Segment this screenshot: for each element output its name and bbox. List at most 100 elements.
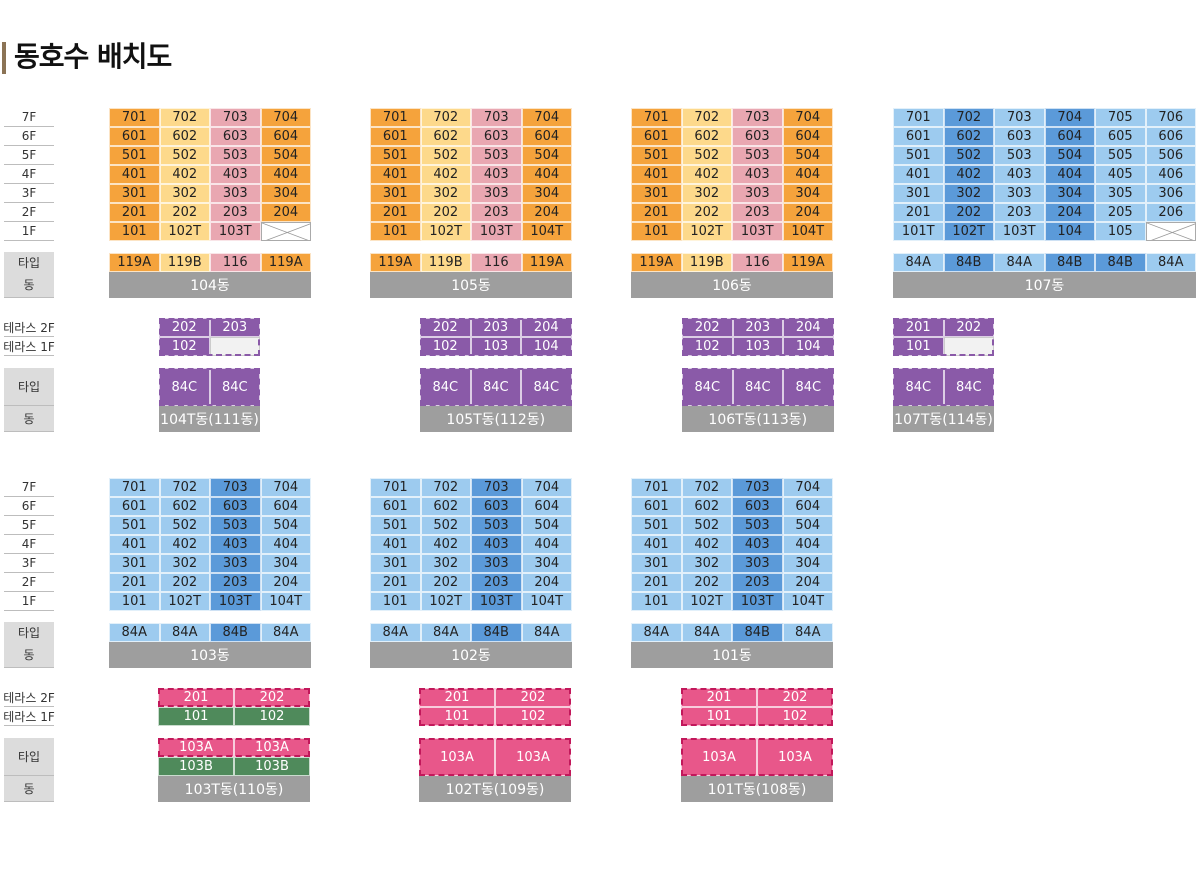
unit-704: 704 (260, 478, 311, 497)
terrace-building-name: 106T동(113동) (682, 406, 834, 432)
unit-603: 603 (994, 127, 1045, 146)
unit-603: 603 (210, 497, 261, 516)
type-row-label: 타입 (4, 622, 54, 644)
unit-403: 403 (732, 165, 783, 184)
empty-unit-cell (209, 337, 260, 356)
terrace-unit-202: 202 (682, 318, 733, 337)
terrace-unit-102: 102 (234, 707, 310, 726)
unit-103t: 103T (732, 222, 783, 241)
unit-303: 303 (210, 554, 261, 573)
unit-103t: 103T (210, 222, 261, 241)
terrace-unit-203: 203 (470, 318, 521, 337)
unit-503: 503 (471, 516, 522, 535)
unit-603: 603 (471, 127, 522, 146)
unit-701: 701 (893, 108, 944, 127)
unit-101t: 101T (893, 222, 944, 241)
unit-302: 302 (420, 554, 471, 573)
terrace-unit-202: 202 (495, 688, 571, 707)
unit-501: 501 (370, 146, 421, 165)
type-cell: 119A (370, 253, 421, 272)
unit-201: 201 (370, 203, 421, 222)
unit-302: 302 (681, 184, 732, 203)
unit-304: 304 (521, 184, 572, 203)
unit-301: 301 (370, 184, 421, 203)
type-cell: 84A (1145, 253, 1196, 272)
building-107동: 107동 (893, 272, 1196, 298)
floor-label-6f: 6F (4, 127, 54, 146)
unit-703: 703 (994, 108, 1045, 127)
type-cell: 84A (994, 253, 1045, 272)
unit-401: 401 (631, 535, 682, 554)
terrace-type-cell: 84C (783, 368, 834, 406)
terrace-unit-202: 202 (757, 688, 833, 707)
floor-label-5f: 5F (4, 146, 54, 165)
unit-102t: 102T (159, 592, 210, 611)
unit-301: 301 (893, 184, 944, 203)
unit-203: 203 (994, 203, 1045, 222)
type-cell: 84B (471, 623, 522, 642)
terrace-type-cell: 84C (943, 368, 994, 406)
terrace-2f-label: 테라스 2F (3, 688, 55, 707)
unit-203: 203 (210, 203, 261, 222)
unit-706: 706 (1145, 108, 1196, 127)
unit-302: 302 (159, 554, 210, 573)
building-101동: 101동 (631, 642, 833, 668)
unit-703: 703 (471, 478, 522, 497)
type-cell: 119B (420, 253, 471, 272)
unit-703: 703 (210, 108, 261, 127)
unit-404: 404 (521, 165, 572, 184)
floor-label-6f: 6F (4, 497, 54, 516)
terrace-unit-202: 202 (943, 318, 994, 337)
building-106동: 106동 (631, 272, 833, 298)
type-cell: 116 (210, 253, 261, 272)
unit-103t: 103T (994, 222, 1045, 241)
unit-205: 205 (1095, 203, 1146, 222)
unit-104t: 104T (260, 592, 311, 611)
unit-604: 604 (782, 127, 833, 146)
type-cell: 84B (210, 623, 261, 642)
unit-103t: 103T (732, 592, 783, 611)
unit-103t: 103T (210, 592, 261, 611)
unit-204: 204 (260, 573, 311, 592)
unit-702: 702 (159, 108, 210, 127)
unit-301: 301 (631, 554, 682, 573)
unit-502: 502 (159, 516, 210, 535)
unit-101: 101 (631, 592, 682, 611)
unit-304: 304 (260, 554, 311, 573)
unit-501: 501 (631, 516, 682, 535)
unit-101: 101 (370, 592, 421, 611)
type-cell: 119A (260, 253, 311, 272)
unit-101: 101 (370, 222, 421, 241)
terrace-unit-203: 203 (209, 318, 260, 337)
terrace-unit-204: 204 (783, 318, 834, 337)
unit-204: 204 (782, 203, 833, 222)
unit-703: 703 (732, 108, 783, 127)
unit-204: 204 (521, 203, 572, 222)
unit-504: 504 (521, 516, 572, 535)
unit-601: 601 (109, 497, 160, 516)
terrace-unit-103: 103 (470, 337, 521, 356)
unit-401: 401 (631, 165, 682, 184)
unit-102t: 102T (681, 592, 732, 611)
terrace-type-cell: 84C (732, 368, 783, 406)
unit-401: 401 (893, 165, 944, 184)
type-cell: 119A (109, 253, 160, 272)
unit-203: 203 (471, 203, 522, 222)
unit-602: 602 (681, 497, 732, 516)
unit-102t: 102T (943, 222, 994, 241)
unit-503: 503 (732, 516, 783, 535)
type-cell: 84A (631, 623, 682, 642)
floor-label-1f: 1F (4, 222, 54, 241)
unit-702: 702 (681, 108, 732, 127)
unit-505: 505 (1095, 146, 1146, 165)
building-104동: 104동 (109, 272, 311, 298)
terrace-1f-label: 테라스 1F (3, 337, 55, 356)
building-103동: 103동 (109, 642, 311, 668)
floor-label-4f: 4F (4, 535, 54, 554)
terrace-unit-102: 102 (420, 337, 471, 356)
terrace-building-name: 107T동(114동) (893, 406, 994, 432)
unit-304: 304 (782, 554, 833, 573)
type-cell: 119B (159, 253, 210, 272)
building-105동: 105동 (370, 272, 572, 298)
unit-102t: 102T (420, 222, 471, 241)
